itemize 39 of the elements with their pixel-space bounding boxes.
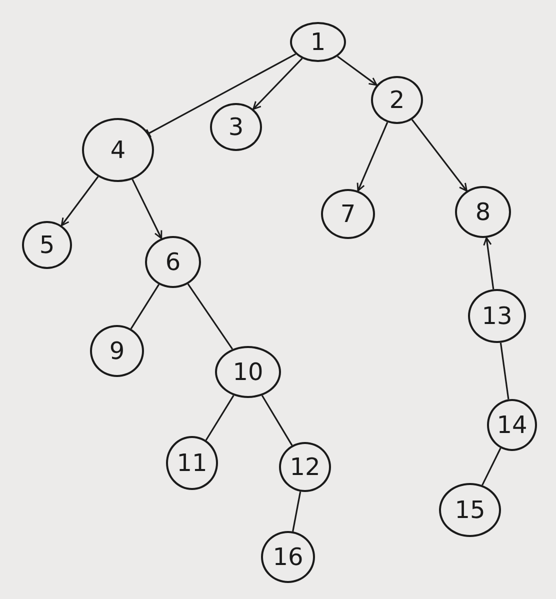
node-label: 3 [228,115,244,139]
arrow [252,58,303,110]
tree-node-circle [90,325,144,377]
tree-node-circle [82,118,154,182]
arrow [60,176,99,226]
arrow [411,119,468,192]
tree-node-circle [321,189,375,239]
node-label: 13 [482,304,512,328]
tree-node-circle [439,483,501,537]
tree-node-circle [166,436,218,490]
node-label: 7 [340,202,356,226]
node-label: 8 [475,200,491,224]
node-label: 5 [39,233,55,257]
tree-node-circle [371,76,423,124]
node-label: 2 [389,88,405,112]
node-label: 9 [109,339,125,363]
node-label: 12 [290,455,320,479]
tree-node-circle [145,236,201,288]
node-label: 11 [176,451,208,475]
tree-node-circle [487,399,537,451]
node-label: 6 [165,250,181,274]
tree-node-circle [455,186,511,238]
tree-node-circle [279,442,331,492]
node-label: 4 [110,138,126,162]
arrow [337,56,378,86]
node-label: 15 [454,498,486,522]
node-label: 14 [496,413,528,437]
arrow [483,237,494,290]
node-label: 1 [310,30,326,54]
tree-node-circle [215,346,281,398]
tree-node-circle [290,22,346,62]
tree-node-circle [210,103,262,151]
tree-node-circle [468,289,526,343]
node-label: 10 [232,360,264,384]
arrow [356,122,388,192]
node-label: 16 [272,545,304,569]
tree-node-circle [22,221,72,269]
tree-node-circle [261,531,315,583]
arrow [132,178,162,240]
